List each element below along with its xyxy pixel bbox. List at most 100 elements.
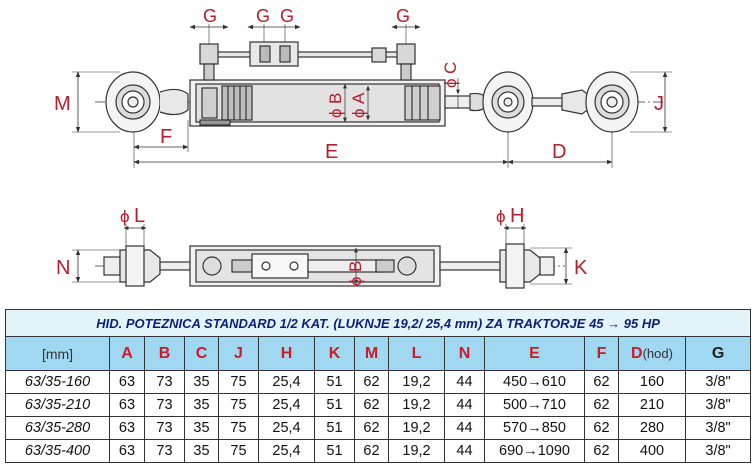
header-c: C [184,336,219,371]
value-cell: 62 [354,439,389,463]
value-cell: 400 [618,439,686,463]
value-cell: 62 [584,370,619,394]
diameter-l-symbol: ϕ [120,207,130,226]
header-f: F [584,336,619,371]
k-label: K [574,257,588,279]
value-cell: 25,4 [258,439,315,463]
a-label: A [349,92,368,104]
j-label: J [654,93,664,115]
header-d: D(hod) [618,336,686,371]
value-cell: 62 [354,370,389,394]
model-cell: 63/35-400 [5,439,110,463]
value-cell: 73 [144,439,185,463]
value-cell: 3/8" [684,439,752,463]
value-cell: 19,2 [388,370,445,394]
value-cell: 35 [184,439,219,463]
n-label: N [56,257,70,279]
g-label-1: G [203,6,217,26]
header-l: L [388,336,445,371]
value-cell: 450→610 [484,370,585,394]
value-cell: 62 [354,393,389,417]
value-cell: 73 [144,370,185,394]
header-d-hod: (hod) [642,345,673,361]
value-cell: 62 [354,416,389,440]
diameter-b-symbol: ϕ [326,108,345,118]
m-label: M [54,93,71,115]
e-label: E [325,141,338,163]
value-cell: 63 [109,370,145,394]
model-cell: 63/35-160 [5,370,110,394]
table-header-row: [mm] A B C J H K M L N E F D(hod) G [5,336,752,371]
value-cell: 62 [584,416,619,440]
value-cell: 51 [314,370,355,394]
value-cell: 75 [218,439,259,463]
value-cell: 500→710 [484,393,585,417]
g-label-4: G [396,6,410,26]
value-cell: 73 [144,393,185,417]
side-view [72,224,572,289]
header-h: H [258,336,315,371]
f-label: F [160,126,172,148]
value-cell: 51 [314,439,355,463]
b-label: B [326,93,345,104]
cylinder-body [189,79,446,127]
diameter-c-symbol: ϕ [441,78,460,88]
model-cell: 63/35-280 [5,416,110,440]
g-label-3: G [280,6,294,26]
header-j: J [218,336,259,371]
value-cell: 35 [184,393,219,417]
value-cell: 19,2 [388,416,445,440]
header-e: E [484,336,585,371]
value-cell: 19,2 [388,439,445,463]
h-label: H [510,205,524,227]
d-label: D [552,141,566,163]
value-cell: 63 [109,416,145,440]
value-cell: 63 [109,439,145,463]
value-cell: 3/8" [684,370,752,394]
top-view [72,24,672,168]
header-b: B [144,336,185,371]
value-cell: 3/8" [684,416,752,440]
piston-rod [444,92,487,112]
value-cell: 160 [618,370,686,394]
value-cell: 35 [184,370,219,394]
left-ball-joint [105,71,189,133]
value-cell: 75 [218,370,259,394]
left-fork [103,245,191,287]
end-eye [585,71,639,133]
value-cell: 3/8" [684,393,752,417]
value-cell: 62 [584,439,619,463]
value-cell: 44 [444,393,485,417]
value-cell: 44 [444,416,485,440]
header-m: M [354,336,389,371]
diameter-b-side-symbol: ϕ [346,276,365,286]
value-cell: 35 [184,416,219,440]
value-cell: 25,4 [258,416,315,440]
header-unit: [mm] [5,336,110,371]
right-fork [499,243,555,289]
value-cell: 25,4 [258,370,315,394]
hydraulic-tube [199,41,416,81]
value-cell: 19,2 [388,393,445,417]
diameter-h-symbol: ϕ [496,207,506,226]
value-cell: 51 [314,393,355,417]
table-title: HID. POTEZNICA STANDARD 1/2 KAT. (LUKNJE… [4,309,752,337]
top-view-labels: G G G G M J F E D ϕ B ϕ A ϕ C [54,6,664,163]
value-cell: 44 [444,439,485,463]
value-cell: 570→850 [484,416,585,440]
value-cell: 280 [618,416,686,440]
model-cell: 63/35-210 [5,393,110,417]
header-k: K [314,336,355,371]
header-a: A [109,336,145,371]
g-label-2: G [256,6,270,26]
value-cell: 73 [144,416,185,440]
value-cell: 690→1090 [484,439,585,463]
side-view-labels: ϕ L ϕ H N K ϕ B [56,205,588,286]
header-g: G [684,336,752,371]
diameter-a-symbol: ϕ [349,108,368,118]
b-side-label: B [346,261,365,272]
value-cell: 75 [218,393,259,417]
